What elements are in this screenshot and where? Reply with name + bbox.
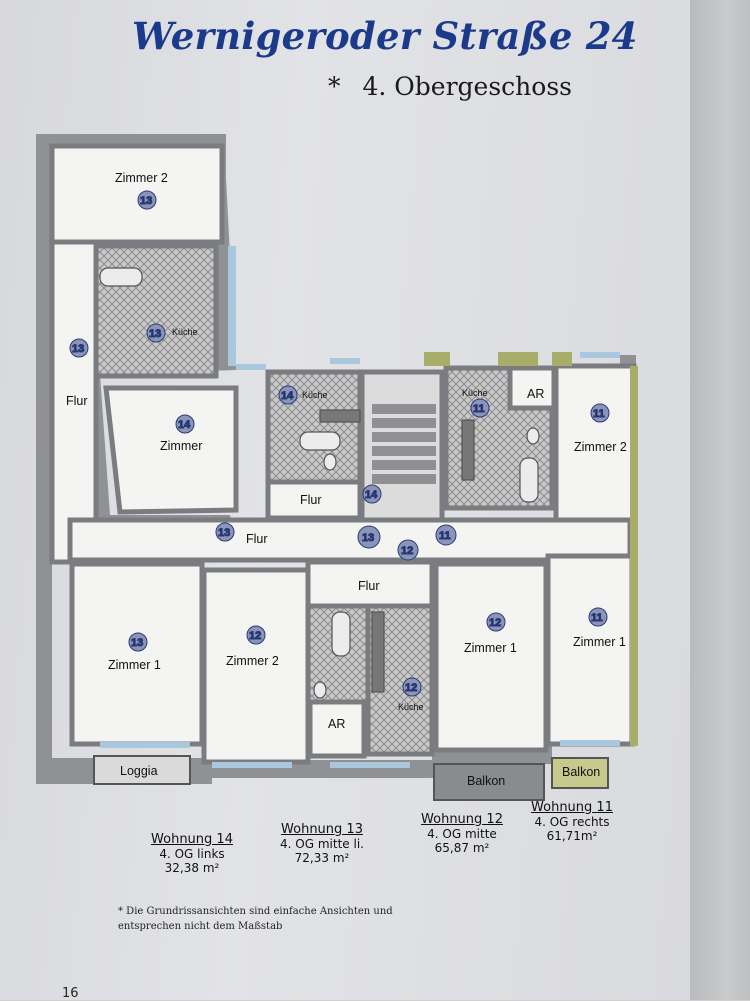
apartment-name: Wohnung 14 bbox=[151, 832, 233, 847]
label-zimmer2-top: Zimmer 2 bbox=[115, 171, 168, 185]
label-balkon-11: Balkon bbox=[562, 765, 600, 779]
badge-13-corridor: 13 bbox=[218, 527, 230, 539]
apartment-name: Wohnung 11 bbox=[531, 800, 613, 815]
label-ar-12: AR bbox=[328, 717, 345, 731]
label-ar-11: AR bbox=[527, 387, 544, 401]
apartment-floor: 4. OG links bbox=[159, 847, 225, 861]
apartment-12-summary: Wohnung 12 4. OG mitte 65,87 m² bbox=[410, 812, 514, 855]
stairs-steps bbox=[372, 404, 436, 484]
room-zimmer1-12 bbox=[433, 561, 549, 753]
label-flur-12: Flur bbox=[358, 579, 380, 593]
label-zimmer1-11: Zimmer 1 bbox=[573, 635, 626, 649]
floor-plan: Zimmer 2 Flur Zimmer Küche Küche Küche A… bbox=[36, 134, 638, 801]
counter-11 bbox=[461, 419, 475, 481]
floor-label: 4. Obergeschoss bbox=[362, 72, 573, 101]
room-zimmer-14 bbox=[103, 385, 239, 515]
label-flur-left: Flur bbox=[66, 394, 88, 408]
label-kueche-14: Küche bbox=[302, 390, 328, 400]
badge-13-top: 13 bbox=[140, 195, 152, 207]
badge-14-flur: 14 bbox=[365, 489, 378, 501]
apartment-area: 65,87 m² bbox=[434, 841, 490, 855]
loggia bbox=[93, 755, 191, 785]
label-zimmer1-13: Zimmer 1 bbox=[108, 658, 161, 672]
badge-11-zimmer1: 11 bbox=[591, 612, 603, 624]
label-kueche-12: Küche bbox=[398, 702, 424, 712]
page-title: Wernigeroder Straße 24 bbox=[132, 14, 638, 58]
apartment-floor: 4. OG mitte li. bbox=[280, 837, 364, 851]
room-bath-kueche-13 bbox=[93, 243, 219, 379]
fixtures bbox=[99, 267, 540, 699]
label-zimmer2-12: Zimmer 2 bbox=[226, 654, 279, 668]
bathtub-11 bbox=[519, 457, 539, 503]
badge-14-kueche: 14 bbox=[281, 390, 294, 402]
label-flur-14: Flur bbox=[300, 493, 322, 507]
room-ar-12 bbox=[307, 699, 367, 759]
apartment-11-summary: Wohnung 11 4. OG rechts 61,71m² bbox=[522, 800, 622, 843]
badge-13-kueche: 13 bbox=[149, 328, 161, 340]
floor-subtitle: * 4. Obergeschoss bbox=[328, 72, 572, 101]
page-number: 16 bbox=[62, 986, 79, 1001]
apartment-area: 61,71m² bbox=[546, 829, 598, 843]
bathtub-13 bbox=[99, 267, 143, 287]
badge-11-zimmer2: 11 bbox=[593, 408, 605, 420]
apartment-badges: 13 13 13 14 14 14 11 11 13 13 11 12 13 1… bbox=[69, 190, 610, 697]
room-labels: Zimmer 2 Flur Zimmer Küche Küche Küche A… bbox=[66, 171, 627, 788]
label-kueche-13: Küche bbox=[172, 327, 198, 337]
apartment-name: Wohnung 12 bbox=[421, 812, 503, 827]
apartment-floor: 4. OG mitte bbox=[427, 827, 497, 841]
room-zimmer1-11 bbox=[545, 553, 635, 747]
room-corridor bbox=[67, 517, 633, 563]
room-ar-11 bbox=[507, 365, 557, 411]
next-page-edge bbox=[690, 0, 750, 1000]
room-zimmer1-13 bbox=[69, 561, 205, 747]
badge-13-stairs: 13 bbox=[362, 532, 374, 544]
apartment-name: Wohnung 13 bbox=[281, 822, 363, 837]
balkon-11 bbox=[551, 757, 609, 789]
badge-12-zimmer1: 12 bbox=[489, 617, 501, 629]
badge-11-corridor: 11 bbox=[439, 530, 451, 542]
label-zimmer-14: Zimmer bbox=[160, 439, 202, 453]
badge-13-zimmer1: 13 bbox=[131, 637, 143, 649]
badge-13-flur: 13 bbox=[72, 343, 84, 355]
bathtub-12 bbox=[331, 611, 351, 657]
windows bbox=[100, 246, 620, 768]
room-zimmer2-top bbox=[49, 143, 225, 245]
toilet-11 bbox=[526, 427, 540, 445]
footnote-marker: * bbox=[328, 72, 341, 101]
badge-11-kueche: 11 bbox=[473, 403, 485, 415]
label-zimmer1-12: Zimmer 1 bbox=[464, 641, 517, 655]
badge-12-corridor: 12 bbox=[401, 545, 413, 557]
toilet-14 bbox=[323, 453, 337, 471]
apartment-14-summary: Wohnung 14 4. OG links 32,38 m² bbox=[140, 832, 244, 875]
apartment-13-summary: Wohnung 13 4. OG mitte li. 72,33 m² bbox=[264, 822, 380, 865]
bathtub-14 bbox=[299, 431, 341, 451]
counter-12 bbox=[371, 611, 385, 693]
counter-14 bbox=[319, 409, 361, 423]
badge-14-zimmer: 14 bbox=[178, 419, 191, 431]
room-flur-14 bbox=[265, 479, 363, 521]
footnote: * Die Grundrissansichten sind einfache A… bbox=[118, 906, 393, 932]
badge-12-kueche: 12 bbox=[405, 682, 417, 694]
label-balkon-12: Balkon bbox=[467, 774, 505, 788]
badge-12-zimmer2: 12 bbox=[249, 630, 261, 642]
label-zimmer2-11: Zimmer 2 bbox=[574, 440, 627, 454]
label-kueche-11: Küche bbox=[462, 388, 488, 398]
toilet-12 bbox=[313, 681, 327, 699]
apartment-area: 32,38 m² bbox=[164, 861, 220, 875]
wall-accent-green bbox=[424, 352, 638, 746]
apartment-area: 72,33 m² bbox=[294, 851, 350, 865]
apartment-floor: 4. OG rechts bbox=[534, 815, 610, 829]
label-flur-mid: Flur bbox=[246, 532, 268, 546]
label-loggia: Loggia bbox=[120, 764, 158, 778]
balkon-12 bbox=[433, 763, 545, 801]
room-zimmer2-12 bbox=[201, 567, 311, 765]
